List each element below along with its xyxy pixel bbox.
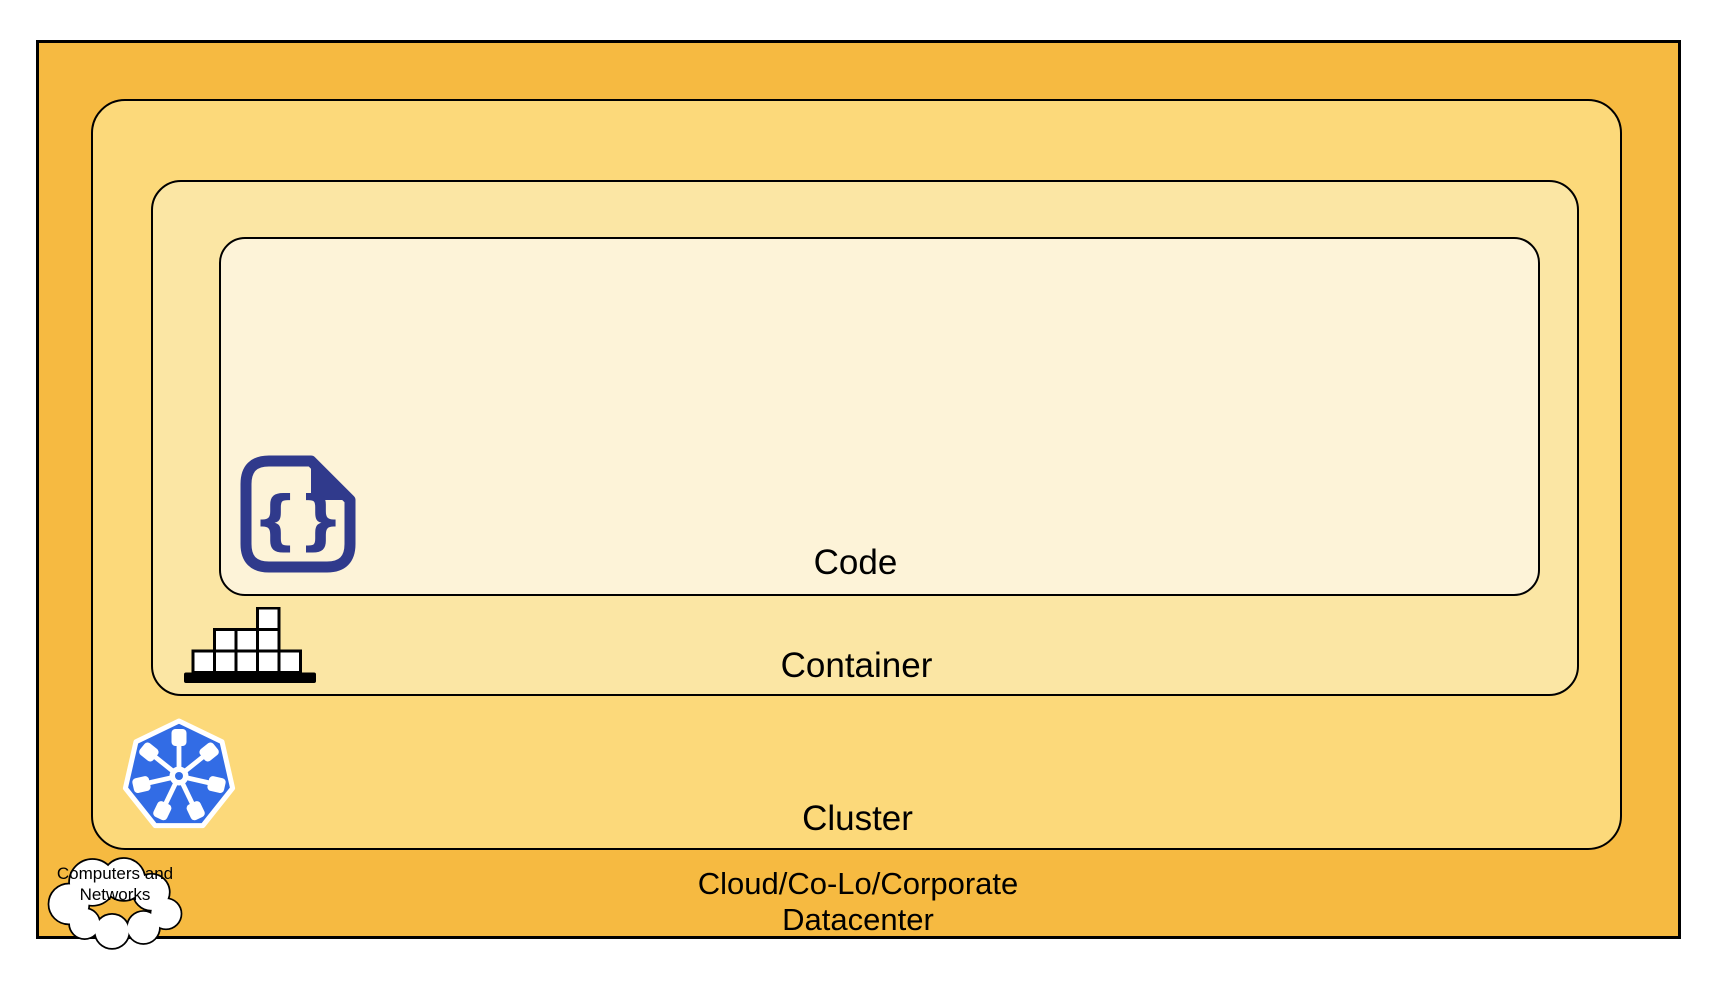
cloud-callout: Computers and Networks <box>41 853 189 951</box>
container-label: Container <box>780 646 933 685</box>
cloud-callout-text: Computers and Networks <box>48 863 182 905</box>
cluster-label: Cluster <box>802 799 913 838</box>
code-label: Code <box>813 543 898 582</box>
layer-datacenter: {} Code <box>36 40 1681 950</box>
code-braces-glyph: {} <box>252 484 343 558</box>
datacenter-label: Cloud/Co-Lo/Corporate Datacenter <box>39 866 1677 938</box>
cloud-callout-line2: Networks <box>79 885 151 904</box>
kubernetes-icon <box>122 718 236 829</box>
container-blocks-icon <box>184 607 316 683</box>
datacenter-label-line2: Datacenter <box>782 902 934 937</box>
datacenter-label-line1: Cloud/Co-Lo/Corporate <box>697 866 1019 901</box>
cloud-callout-line1: Computers and <box>56 864 174 883</box>
code-file-icon: {} <box>240 455 356 573</box>
layer-container: {} Code <box>151 180 1579 696</box>
layer-code: {} Code <box>219 237 1540 596</box>
cloud-icon <box>47 857 183 950</box>
layer-cluster: {} Code <box>91 99 1622 850</box>
